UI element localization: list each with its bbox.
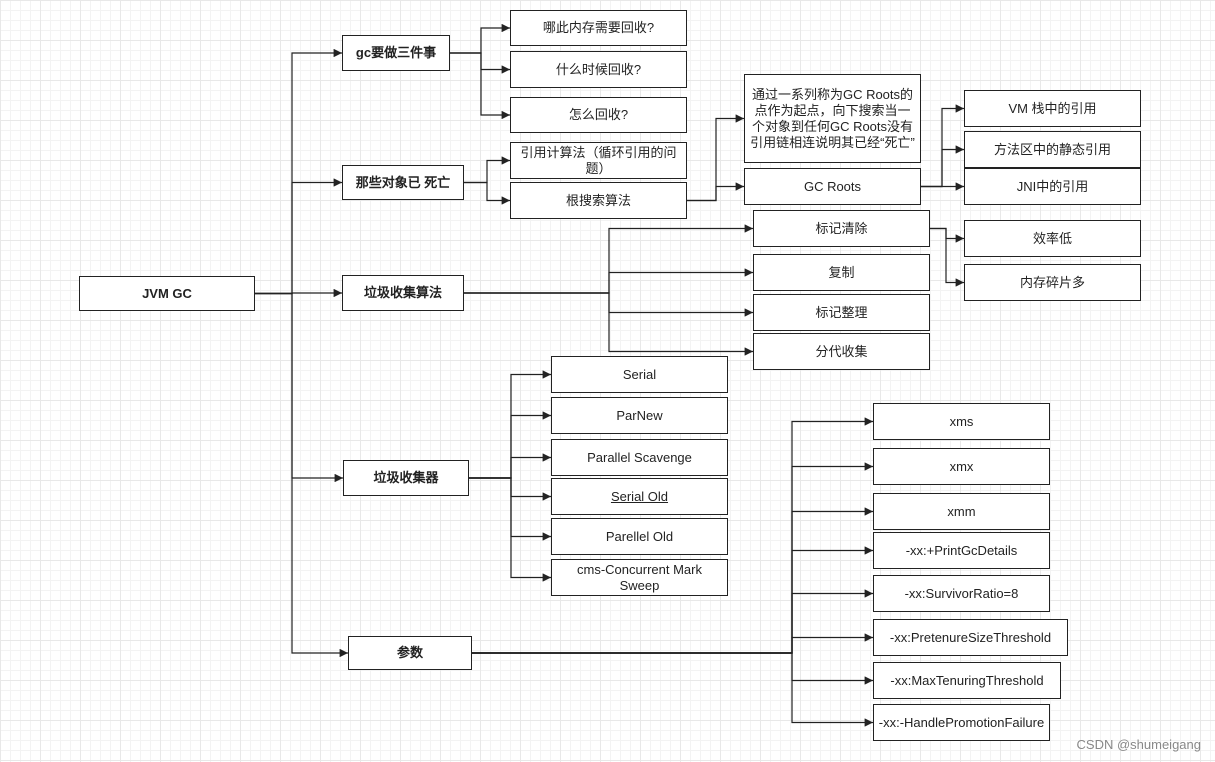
edge-n5-n5g bbox=[472, 652, 873, 685]
edge-n4-n4a bbox=[469, 370, 551, 479]
node-label: 标记清除 bbox=[815, 220, 868, 236]
node-label: VM 栈中的引用 bbox=[1008, 100, 1097, 116]
node-n3c[interactable]: 标记整理 bbox=[753, 294, 930, 331]
node-n5d[interactable]: -xx:+PrintGcDetails bbox=[873, 532, 1050, 569]
node-n4e[interactable]: Parellel Old bbox=[551, 518, 728, 555]
node-label: 参数 bbox=[396, 645, 423, 660]
node-n2b2b[interactable]: 方法区中的静态引用 bbox=[964, 131, 1141, 168]
edge-n5-n5f bbox=[472, 633, 873, 654]
edge-n2b2-n2b2b bbox=[921, 145, 964, 188]
node-n1b[interactable]: 什么时候回收? bbox=[510, 51, 687, 88]
edge-n4-n4c bbox=[469, 453, 551, 479]
edge-n1-n1b bbox=[450, 52, 510, 74]
node-n3d[interactable]: 分代收集 bbox=[753, 333, 930, 370]
node-label: 分代收集 bbox=[815, 343, 868, 359]
edge-root-n1 bbox=[255, 48, 342, 295]
node-n4d[interactable]: Serial Old bbox=[551, 478, 728, 515]
edge-n2b-n2b2 bbox=[687, 182, 744, 202]
node-label: 内存碎片多 bbox=[1019, 274, 1085, 290]
node-label: 效率低 bbox=[1032, 230, 1072, 246]
node-n1c[interactable]: 怎么回收? bbox=[510, 97, 687, 133]
node-label: Parallel Scavenge bbox=[587, 449, 692, 465]
edge-n3a-n3a1 bbox=[930, 227, 964, 243]
node-label: -xx:-HandlePromotionFailure bbox=[878, 714, 1045, 730]
node-label: 通过一系列称为GC Roots的 点作为起点，向下搜索当一个对象到任何GC Ro… bbox=[750, 86, 915, 150]
node-label: 什么时候回收? bbox=[555, 61, 642, 77]
edge-n3-n3b bbox=[464, 268, 753, 294]
node-n2b2[interactable]: GC Roots bbox=[744, 168, 921, 205]
node-n5e[interactable]: -xx:SurvivorRatio=8 bbox=[873, 575, 1050, 612]
node-n2b[interactable]: 根搜索算法 bbox=[510, 182, 687, 219]
node-label: gc要做三件事 bbox=[355, 45, 437, 60]
node-label: 根搜索算法 bbox=[565, 192, 631, 208]
node-n2b1[interactable]: 通过一系列称为GC Roots的 点作为起点，向下搜索当一个对象到任何GC Ro… bbox=[744, 74, 921, 163]
node-label: JNI中的引用 bbox=[1016, 178, 1089, 194]
node-n4[interactable]: 垃圾收集器 bbox=[343, 460, 469, 496]
node-label: -xx:+PrintGcDetails bbox=[905, 542, 1018, 558]
edge-n3-n3d bbox=[464, 292, 753, 356]
node-label: 垃圾收集算法 bbox=[363, 285, 442, 300]
node-label: ParNew bbox=[616, 407, 663, 423]
node-n2b2c[interactable]: JNI中的引用 bbox=[964, 168, 1141, 205]
node-label: 哪此内存需要回收? bbox=[542, 20, 655, 35]
edge-n5-n5e bbox=[472, 589, 873, 654]
node-n5c[interactable]: xmm bbox=[873, 493, 1050, 530]
node-n3a2[interactable]: 内存碎片多 bbox=[964, 264, 1141, 301]
node-n3[interactable]: 垃圾收集算法 bbox=[342, 275, 464, 311]
node-n3b[interactable]: 复制 bbox=[753, 254, 930, 291]
edge-n4-n4d bbox=[469, 477, 551, 501]
edge-n3a-n3a2 bbox=[930, 227, 964, 287]
node-label: xmx bbox=[949, 458, 974, 474]
node-label: 怎么回收? bbox=[568, 107, 629, 122]
node-n5f[interactable]: -xx:PretenureSizeThreshold bbox=[873, 619, 1068, 656]
node-n5h[interactable]: -xx:-HandlePromotionFailure bbox=[873, 704, 1050, 741]
edge-n2-n2a bbox=[464, 156, 510, 184]
node-n5[interactable]: 参数 bbox=[348, 636, 472, 670]
node-n3a1[interactable]: 效率低 bbox=[964, 220, 1141, 257]
node-n5a[interactable]: xms bbox=[873, 403, 1050, 440]
edge-n2-n2b bbox=[464, 181, 510, 205]
node-n1a[interactable]: 哪此内存需要回收? bbox=[510, 10, 687, 46]
node-label: Parellel Old bbox=[605, 528, 674, 544]
node-label: 引用计算法（循环引用的问题） bbox=[520, 144, 677, 176]
node-label: -xx:PretenureSizeThreshold bbox=[889, 629, 1052, 645]
edge-n1-n1a bbox=[450, 23, 510, 54]
node-label: 复制 bbox=[828, 264, 855, 280]
node-n4f[interactable]: cms-Concurrent Mark Sweep bbox=[551, 559, 728, 596]
edge-n4-n4f bbox=[469, 477, 551, 582]
node-n2a[interactable]: 引用计算法（循环引用的问题） bbox=[510, 142, 687, 179]
node-label: 方法区中的静态引用 bbox=[993, 141, 1111, 157]
node-n5b[interactable]: xmx bbox=[873, 448, 1050, 485]
edge-root-n2 bbox=[255, 178, 342, 295]
node-n4b[interactable]: ParNew bbox=[551, 397, 728, 434]
edge-root-n4 bbox=[255, 292, 343, 483]
node-label: GC Roots bbox=[803, 178, 862, 194]
node-n2b2a[interactable]: VM 栈中的引用 bbox=[964, 90, 1141, 127]
node-n4a[interactable]: Serial bbox=[551, 356, 728, 393]
node-label: -xx:MaxTenuringThreshold bbox=[890, 672, 1044, 688]
node-label: xms bbox=[949, 413, 974, 429]
edge-n4-n4b bbox=[469, 411, 551, 479]
root-node-jvm-gc[interactable]: JVM GC bbox=[79, 276, 255, 311]
node-label: Serial bbox=[622, 366, 657, 382]
node-n2[interactable]: 那些对象已 死亡 bbox=[342, 165, 464, 200]
edge-n4-n4e bbox=[469, 477, 551, 541]
node-label: 垃圾收集器 bbox=[373, 470, 439, 485]
node-label: 标记整理 bbox=[815, 304, 868, 320]
node-n3a[interactable]: 标记清除 bbox=[753, 210, 930, 247]
node-label: cms-Concurrent Mark Sweep bbox=[577, 561, 702, 593]
node-label: 那些对象已 死亡 bbox=[355, 174, 451, 190]
node-n5g[interactable]: -xx:MaxTenuringThreshold bbox=[873, 662, 1061, 699]
edge-n1-n1c bbox=[450, 52, 510, 120]
node-label: -xx:SurvivorRatio=8 bbox=[904, 585, 1019, 601]
node-n1[interactable]: gc要做三件事 bbox=[342, 35, 450, 71]
node-label: xmm bbox=[947, 503, 976, 519]
edge-root-n5 bbox=[255, 292, 348, 658]
edge-n5-n5h bbox=[472, 652, 873, 727]
node-n4c[interactable]: Parallel Scavenge bbox=[551, 439, 728, 476]
watermark: CSDN @shumeigang bbox=[1076, 737, 1201, 752]
node-label: Serial Old bbox=[610, 488, 669, 504]
